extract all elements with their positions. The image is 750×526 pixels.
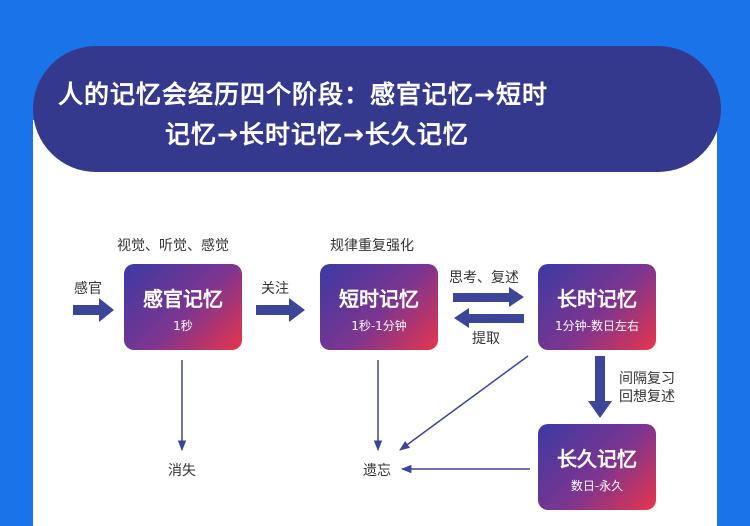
label-extract: 提取	[472, 331, 500, 347]
node-long-term-memory: 长时记忆 1分钟-数日左右	[538, 264, 656, 350]
node-short-term-memory: 短时记忆 1秒-1分钟	[320, 264, 438, 350]
node-permanent-memory: 长久记忆 数日-永久	[538, 424, 656, 510]
node-duration: 1秒-1分钟	[351, 319, 407, 333]
label-recall-repeat: 回想复述	[619, 389, 675, 405]
arrow-attention	[256, 298, 305, 322]
node-title: 短时记忆	[339, 287, 419, 311]
node-duration: 1秒	[173, 319, 193, 333]
arrow-long-to-forget	[399, 355, 529, 451]
node-title: 感官记忆	[143, 287, 223, 311]
label-sensory-inputs: 视觉、听觉、感觉	[117, 238, 229, 254]
node-title: 长久记忆	[557, 447, 637, 471]
node-sensory-memory: 感官记忆 1秒	[124, 264, 242, 350]
label-think-repeat: 思考、复述	[449, 270, 519, 286]
title-banner	[33, 46, 721, 172]
arrow-think	[453, 287, 524, 307]
label-forget: 遗忘	[363, 463, 391, 479]
label-input: 感官	[74, 281, 102, 297]
label-vanish: 消失	[168, 463, 196, 479]
arrow-extract	[454, 308, 524, 328]
title-line-2: 记忆→长时记忆→长久记忆	[165, 120, 469, 149]
label-spaced-review: 间隔复习	[619, 371, 675, 387]
node-title: 长时记忆	[557, 287, 637, 311]
label-attention: 关注	[261, 281, 289, 297]
arrow-input	[73, 298, 114, 322]
arrow-review	[588, 356, 612, 418]
node-duration: 数日-永久	[570, 479, 624, 493]
title-line-1: 人的记忆会经历四个阶段：感官记忆→短时	[58, 80, 548, 109]
node-duration: 1分钟-数日左右	[555, 319, 639, 333]
label-repetition: 规律重复强化	[330, 238, 414, 254]
